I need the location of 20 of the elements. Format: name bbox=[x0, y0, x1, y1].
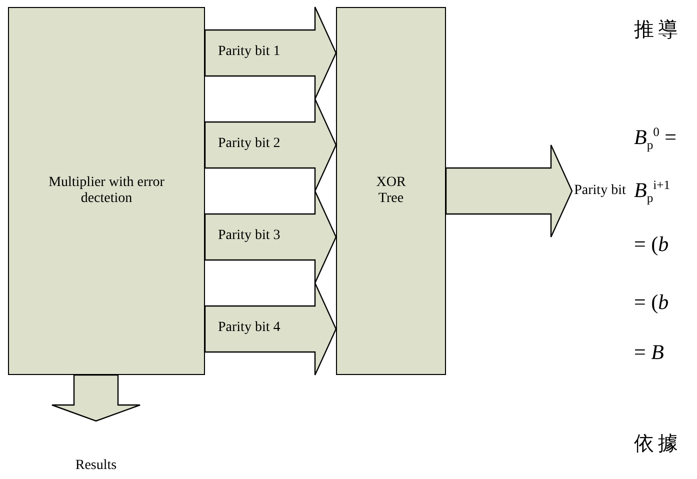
heading-text: 依據 bbox=[634, 430, 682, 457]
formula: = B bbox=[634, 340, 664, 365]
block-arrow bbox=[204, 282, 337, 376]
edge-label: Parity bit 3 bbox=[218, 228, 280, 244]
xor-tree-box: XOR Tree bbox=[336, 7, 446, 375]
edge-label: Parity bit 4 bbox=[218, 320, 280, 336]
block-arrow bbox=[204, 6, 337, 100]
output-label: Parity bit bbox=[572, 180, 628, 202]
edge-label: Parity bit 1 bbox=[218, 44, 280, 60]
formula: B$_{p}$$^{0}$ = bbox=[634, 125, 677, 154]
block-arrow bbox=[204, 98, 337, 192]
block-arrow bbox=[445, 144, 573, 238]
heading-text: 推導 bbox=[634, 16, 682, 43]
formula: = (b bbox=[634, 232, 669, 257]
block-arrow bbox=[51, 374, 141, 422]
multiplier-box: Multiplier with error dectetion bbox=[8, 7, 205, 375]
edge-label: Parity bit 2 bbox=[218, 136, 280, 152]
formula: = (b bbox=[634, 290, 669, 315]
output-label: Results bbox=[66, 455, 126, 477]
block-arrow bbox=[204, 190, 337, 284]
